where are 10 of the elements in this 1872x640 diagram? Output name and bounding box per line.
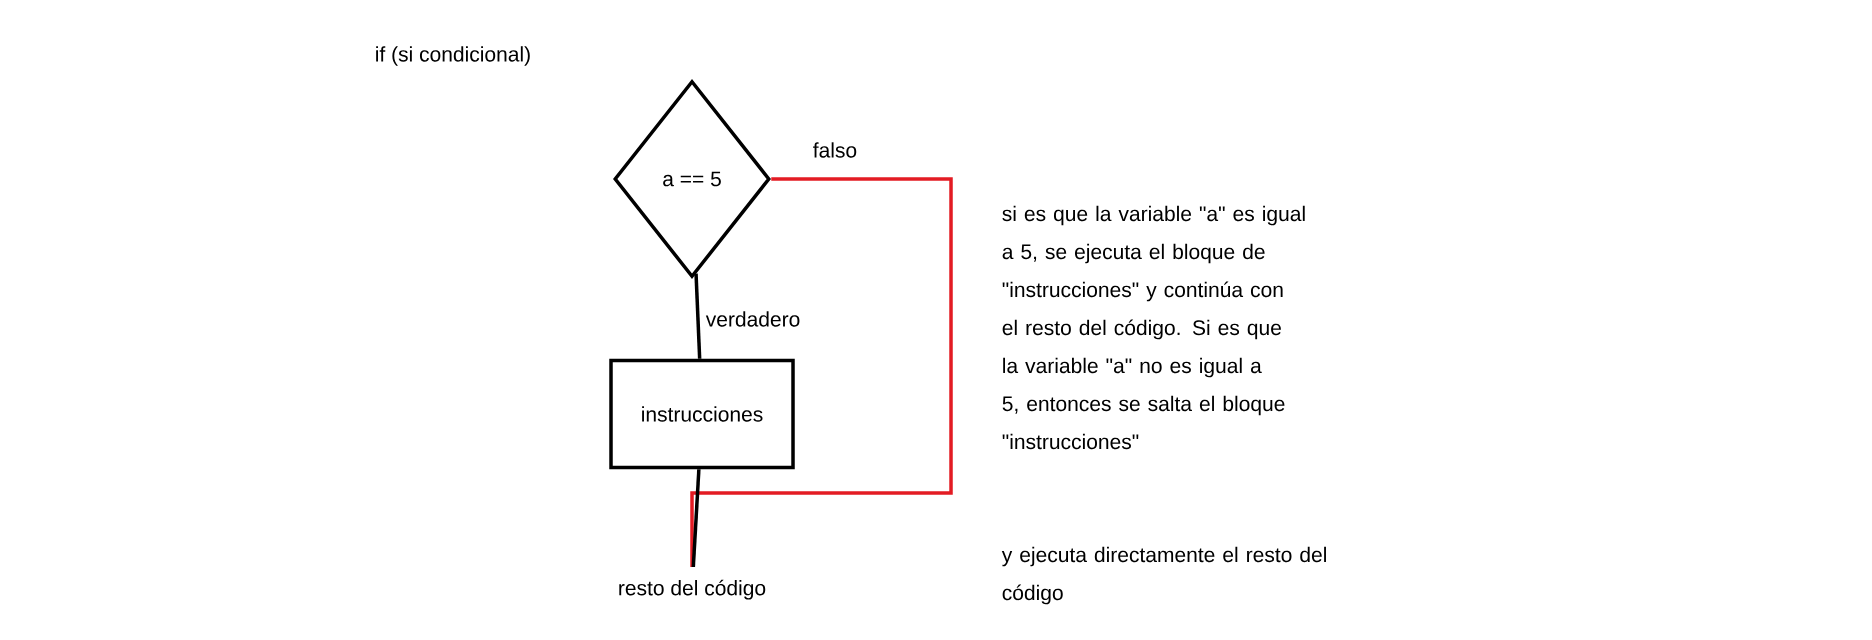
end-text: resto del código	[619, 579, 766, 600]
process-box: instrucciones	[609, 358, 795, 470]
connector-line	[694, 273, 702, 359]
note-text: y ejecuta directamente el resto del código	[1001, 546, 1326, 605]
heading: if (si condicional)	[376, 46, 530, 66]
connector-line	[691, 469, 701, 568]
edge-label: verdadero	[703, 309, 803, 329]
note-text: si es que la variable "a" es igual a 5, se ejecuta el bloque de "instrucciones" y continúa con el resto del código. Si es que la variable "a" no es igual a 5, entonces se salta el bloque "instrucciones"	[1002, 205, 1305, 450]
edge-label: falso	[810, 140, 860, 160]
connector-line	[690, 177, 953, 567]
